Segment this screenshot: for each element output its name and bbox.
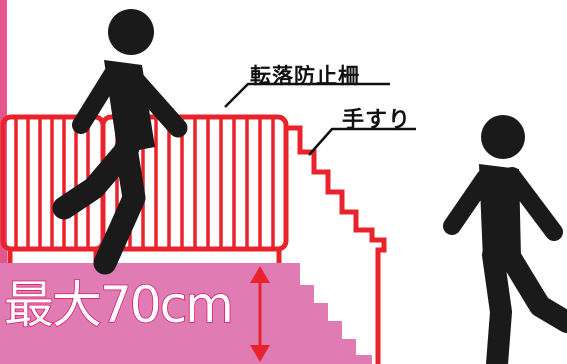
handrail-label: 手すり: [342, 108, 412, 133]
guard-fence-label: 転落防止柵: [250, 64, 360, 88]
platform: [0, 263, 372, 364]
guard-fence-leader: [224, 82, 390, 108]
handrail-leader: [308, 127, 416, 156]
max-height-label: 最大70cm: [3, 275, 234, 335]
person-walking-icon: [52, 9, 188, 275]
height-arrow-icon: [250, 266, 270, 362]
person-walking-icon: [443, 115, 567, 364]
stepped-handrail: [286, 125, 387, 364]
